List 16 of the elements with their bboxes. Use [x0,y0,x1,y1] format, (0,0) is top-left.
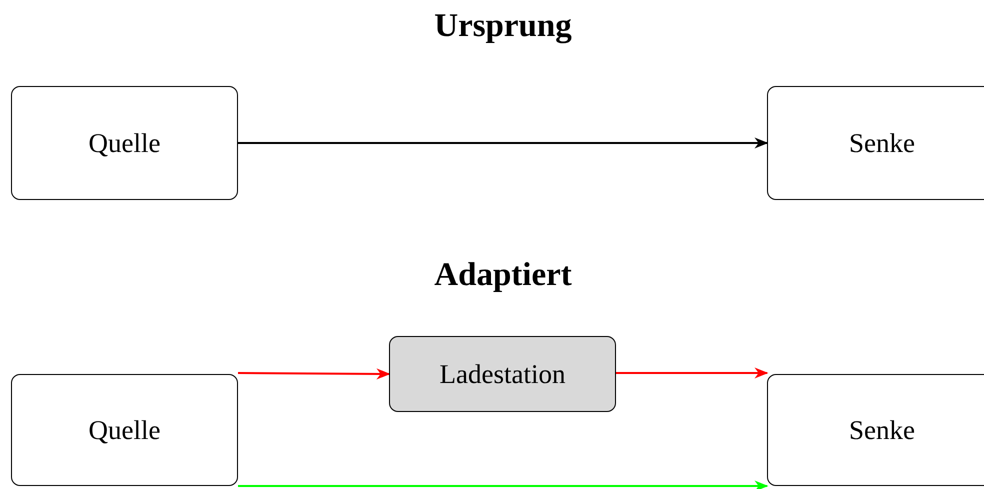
arrow [238,480,768,489]
node-box [767,86,984,200]
node-label: Quelle [88,414,160,446]
node-label: Senke [849,128,915,158]
arrow [238,137,768,149]
process-box [389,336,616,412]
node-label: Ladestation [440,358,566,390]
node-label: Quelle [88,128,160,158]
node-box [11,86,238,200]
node-label: Senke [849,414,915,446]
node-box [11,374,238,486]
section-heading: Ursprung [434,8,572,45]
arrow [238,368,390,380]
node-box [767,374,984,486]
section-heading: Adaptiert [434,257,572,294]
arrow [616,367,768,379]
